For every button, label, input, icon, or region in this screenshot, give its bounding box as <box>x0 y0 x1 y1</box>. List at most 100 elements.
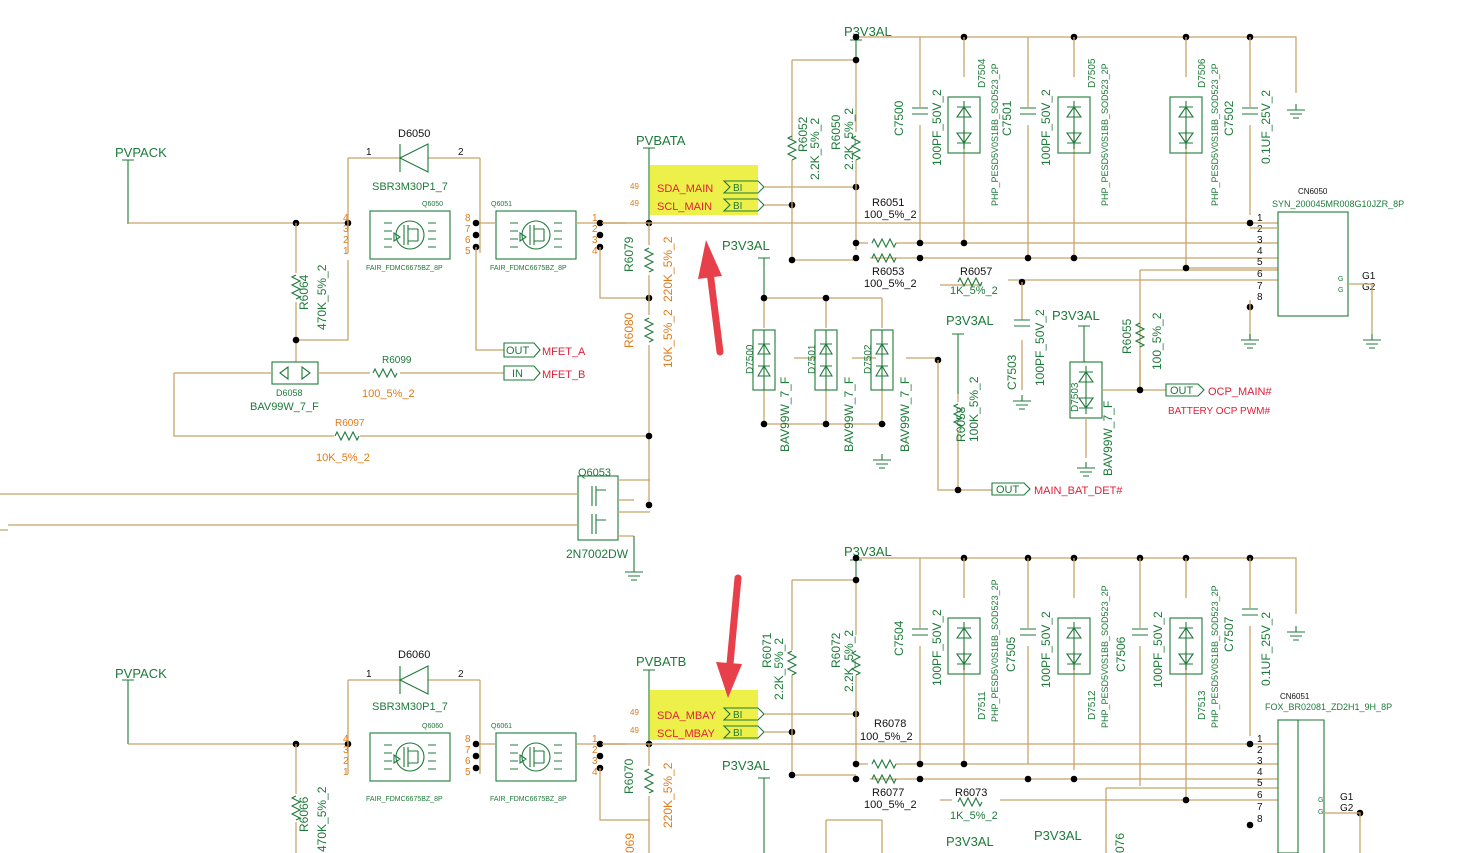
d7505-value: PHP_PESD5V0S1BB_SOD523_2P <box>1100 63 1110 206</box>
svg-text:2: 2 <box>1257 224 1263 235</box>
p3v3al-bottom-main: P3V3AL <box>844 544 892 559</box>
r6072-ref: R6072 <box>829 632 843 668</box>
r6050-ref: R6050 <box>829 114 843 150</box>
sda-main-label[interactable]: SDA_MAIN <box>657 183 713 195</box>
d7502-ref: D7502 <box>863 344 874 374</box>
bottom-section: PVPACK D6060 SBR3M30P1_7 1 2 Q6060 Q6061… <box>115 544 1392 853</box>
scl-mbay-label[interactable]: SCL_MBAY <box>657 728 716 740</box>
q6050-value: FAIR_FDMC6675BZ_8P <box>366 265 443 272</box>
svg-text:1: 1 <box>592 213 598 224</box>
r6055-ref: R6055 <box>1120 318 1134 354</box>
scl-main-label[interactable]: SCL_MAIN <box>657 201 712 213</box>
r6055-value: 100_5%_2 <box>1150 312 1164 370</box>
d7504-value: PHP_PESD5V0S1BB_SOD523_2P <box>990 63 1000 206</box>
det-net[interactable]: MAIN_BAT_DET# <box>1034 485 1123 497</box>
d6060-pin2: 2 <box>458 669 464 680</box>
q6061-ref: Q6061 <box>491 723 512 730</box>
r6077-value: 100_5%_2 <box>864 799 917 811</box>
scl-main-sheet: 49 <box>630 199 639 208</box>
c7504-value: 100PF_50V_2 <box>930 609 944 686</box>
svg-text:4: 4 <box>592 246 598 257</box>
p3v3al-top-3: P3V3AL <box>946 313 994 328</box>
r6066-ref: R6066 <box>297 796 311 832</box>
r6070-ref: R6070 <box>622 758 636 794</box>
r6051-value: 100_5%_2 <box>864 209 917 221</box>
d7512-value: PHP_PESD5V0S1BB_SOD523_2P <box>1100 585 1110 728</box>
r6057-ref: R6057 <box>960 266 992 278</box>
q6050-ref: Q6050 <box>422 201 443 208</box>
net-label-pvpack-2: PVPACK <box>115 666 167 681</box>
sda-mbay-label[interactable]: SDA_MBAY <box>657 710 717 722</box>
cn6051-value: FOX_BR02081_ZD2H1_9H_8P <box>1265 702 1392 712</box>
d7506-ref: D7506 <box>1197 58 1208 88</box>
d6058-ref: D6058 <box>276 388 303 398</box>
q6050-symbol <box>369 210 451 260</box>
c7507-value: 0.1UF_25V_2 <box>1259 612 1273 686</box>
svg-text:2: 2 <box>592 224 598 235</box>
svg-text:4: 4 <box>343 213 349 224</box>
svg-text:3: 3 <box>343 224 349 235</box>
p3v3al-bottom-3: P3V3AL <box>946 834 994 849</box>
svg-text:7: 7 <box>465 224 471 235</box>
sda-mbay-dir: BI <box>733 710 742 721</box>
q6053-value: 2N7002DW <box>566 547 629 561</box>
r6078-value: 100_5%_2 <box>860 731 913 743</box>
c7500-value: 100PF_50V_2 <box>930 89 944 166</box>
mfet-a-net[interactable]: MFET_A <box>542 346 586 358</box>
r6071-value: 2.2K_5%_2 <box>772 638 786 700</box>
d7501-ref: D7501 <box>807 344 818 374</box>
svg-text:8: 8 <box>1257 292 1263 303</box>
r6097-ref: R6097 <box>335 418 365 429</box>
svg-text:4: 4 <box>343 734 349 745</box>
d6060-value: SBR3M30P1_7 <box>372 701 448 713</box>
scl-main-dir: BI <box>733 201 742 212</box>
cn6050-value: SYN_200045MR008G10JZR_8P <box>1272 199 1404 209</box>
r6058-value: 100K_5%_2 <box>967 376 981 442</box>
svg-text:7: 7 <box>1257 281 1263 292</box>
p3v3al-bottom-4: P3V3AL <box>1034 828 1082 843</box>
q6060-ref: Q6060 <box>422 723 443 730</box>
r6051-ref: R6051 <box>872 197 904 209</box>
c7502-ref: C7502 <box>1222 100 1236 136</box>
r6058-ref: R6058 <box>954 406 968 442</box>
svg-text:3: 3 <box>1257 756 1263 767</box>
r6072-value: 2.2K_5%_2 <box>842 630 856 692</box>
svg-text:1: 1 <box>592 734 598 745</box>
svg-text:6: 6 <box>1257 269 1263 280</box>
ocp-net[interactable]: OCP_MAIN# <box>1208 386 1272 398</box>
arrow-up-annotation <box>698 240 724 356</box>
mfet-a-dir: OUT <box>506 345 530 357</box>
net-label-pvpack: PVPACK <box>115 145 167 160</box>
cn6050-g-2: G <box>1338 287 1343 294</box>
d7511-ref: D7511 <box>977 691 988 720</box>
ocp-note: BATTERY OCP PWM# <box>1168 406 1270 417</box>
cn6051-g-2: G <box>1318 809 1323 816</box>
det-dir: OUT <box>996 484 1020 496</box>
svg-text:2: 2 <box>343 235 349 246</box>
mfet-b-net[interactable]: MFET_B <box>542 369 585 381</box>
p3v3al-top-4: P3V3AL <box>1052 308 1100 323</box>
svg-text:3: 3 <box>343 745 349 756</box>
r6050-value: 2.2K_5%_2 <box>842 108 856 170</box>
c7504-ref: C7504 <box>892 620 906 656</box>
svg-text:5: 5 <box>465 246 471 257</box>
c7501-ref: C7501 <box>1000 100 1014 136</box>
d7501-value: BAV99W_7_F <box>842 377 856 452</box>
r6057-value: 1K_5%_2 <box>950 285 998 297</box>
scl-mbay-dir: BI <box>733 728 742 739</box>
svg-text:4: 4 <box>592 767 598 778</box>
top-section: PVPACK D6050 SBR3M30P1_7 1 2 Q6050 Q6051… <box>0 24 1404 581</box>
p3v3al-bottom-2: P3V3AL <box>722 758 770 773</box>
d7500-ref: D7500 <box>745 344 756 374</box>
arrow-down-annotation <box>716 574 742 698</box>
r6080-value: 10K_5%_2 <box>661 309 675 368</box>
r6079-value: 220K_5%_2 <box>661 236 675 302</box>
cn6050-g2: G2 <box>1362 282 1376 293</box>
svg-text:4: 4 <box>1257 767 1263 778</box>
c7503-value: 100PF_50V_2 <box>1033 309 1047 386</box>
r6073-ref: R6073 <box>955 787 987 799</box>
r6066-value: 470K_5%_2 <box>315 786 329 852</box>
sda-main-dir: BI <box>733 183 742 194</box>
svg-text:8: 8 <box>465 734 471 745</box>
